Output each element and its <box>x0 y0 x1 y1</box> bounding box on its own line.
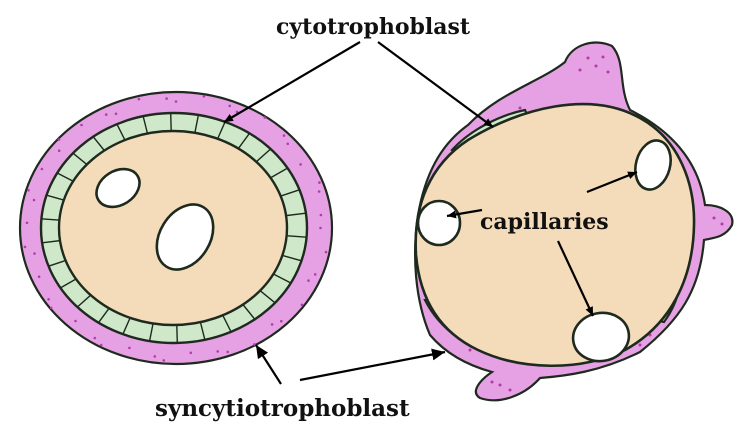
cell-boundary-line <box>171 113 172 131</box>
syncytium-nucleus <box>280 320 283 323</box>
syncytium-nucleus <box>264 116 267 119</box>
cell-boundary-line <box>177 325 178 343</box>
syncytium-nucleus <box>190 352 193 355</box>
syncytium-nucleus <box>47 298 50 301</box>
syncytium-nucleus <box>58 149 61 152</box>
syncytium-nucleus <box>307 279 310 282</box>
syncytium-nucleus <box>100 344 103 347</box>
syncytium-nucleus <box>639 344 642 347</box>
right-capillary-left <box>418 201 460 245</box>
syncytium-nucleus <box>105 113 108 116</box>
syncytium-nucleus <box>519 107 522 110</box>
syncytium-nucleus <box>138 98 141 101</box>
syncytium-nucleus <box>319 227 322 230</box>
syncytium-nucleus <box>299 163 302 166</box>
syncytium-nucleus <box>314 273 317 276</box>
syncytium-nucleus <box>721 223 724 226</box>
syncytium-nucleus <box>301 304 304 307</box>
arrow-cytotrophoblast-left <box>224 42 360 122</box>
syncytium-nucleus <box>24 246 27 249</box>
syncytium-nucleus <box>226 351 229 354</box>
syncytium-nucleus <box>579 69 582 72</box>
syncytium-nucleus <box>491 381 494 384</box>
syncytium-nucleus <box>287 143 290 146</box>
syncytium-nucleus <box>325 251 328 254</box>
syncytium-nucleus <box>469 349 472 352</box>
syncytium-nucleus <box>318 181 321 184</box>
syncytium-nucleus <box>283 134 286 137</box>
syncytium-nucleus <box>128 347 131 350</box>
syncytium-nucleus <box>595 65 598 68</box>
syncytium-nucleus <box>165 97 168 100</box>
syncytium-nucleus <box>38 275 41 278</box>
syncytium-nucleus <box>175 100 178 103</box>
syncytium-nucleus <box>163 359 166 362</box>
syncytium-nucleus <box>320 214 323 217</box>
arrow-cytotrophoblast-right <box>378 42 493 127</box>
left-villus <box>20 92 332 364</box>
syncytium-nucleus <box>253 343 256 346</box>
syncytium-nucleus <box>602 56 605 59</box>
syncytium-nucleus <box>74 320 77 323</box>
syncytium-nucleus <box>509 389 512 392</box>
syncytium-nucleus <box>271 323 274 326</box>
syncytium-nucleus <box>228 105 231 108</box>
syncytium-nucleus <box>80 124 83 127</box>
label-cytotrophoblast: cytotrophoblast <box>276 14 471 40</box>
syncytium-nucleus <box>203 95 206 98</box>
syncytium-nucleus <box>115 113 118 116</box>
syncytium-nucleus <box>318 190 321 193</box>
syncytium-nucleus <box>154 355 157 358</box>
label-syncytiotrophoblast: syncytiotrophoblast <box>155 395 410 422</box>
arrow-syncytiotrophoblast-right <box>300 352 445 380</box>
label-capillaries: capillaries <box>480 209 609 235</box>
syncytium-nucleus <box>33 252 36 255</box>
syncytium-nucleus <box>499 384 502 387</box>
syncytium-nucleus <box>58 138 61 141</box>
syncytium-nucleus <box>41 168 44 171</box>
syncytium-nucleus <box>216 350 219 353</box>
syncytium-nucleus <box>587 57 590 60</box>
syncytium-nucleus <box>26 222 29 225</box>
syncytium-nucleus <box>713 217 716 220</box>
arrow-syncytiotrophoblast-left <box>256 345 281 384</box>
syncytium-nucleus <box>27 189 30 192</box>
syncytium-nucleus <box>607 71 610 74</box>
syncytium-nucleus <box>50 307 53 310</box>
syncytium-nucleus <box>94 337 97 340</box>
syncytium-nucleus <box>33 199 36 202</box>
